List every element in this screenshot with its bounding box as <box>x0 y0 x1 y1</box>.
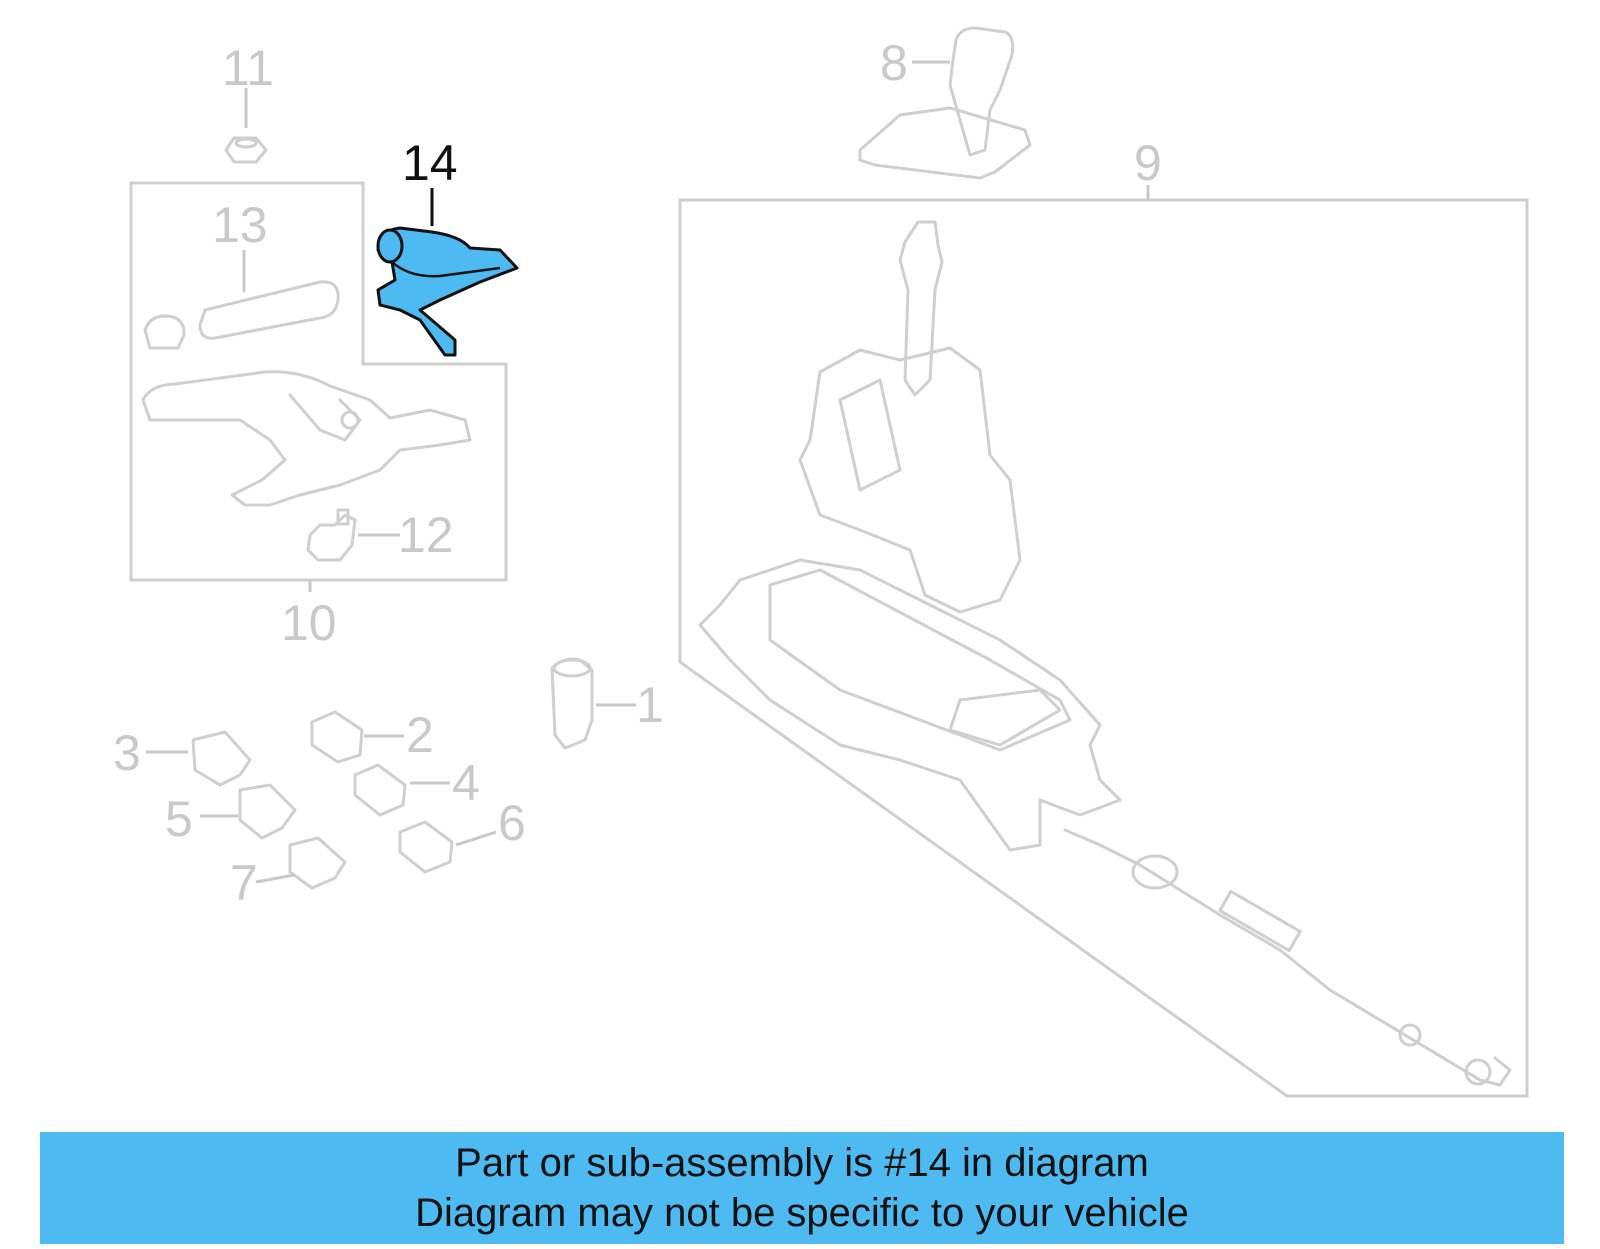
part-5-switch[interactable] <box>238 783 297 840</box>
assembly-10-box <box>129 181 508 582</box>
part-2-switch[interactable] <box>310 710 364 764</box>
part-1-switch[interactable] <box>550 657 594 750</box>
part-6-switch[interactable] <box>398 820 454 874</box>
callout-5: 5 <box>165 791 193 847</box>
arrow-7 <box>255 873 295 884</box>
callout-4: 4 <box>452 755 480 811</box>
callout-10: 10 <box>281 595 337 651</box>
callout-11: 11 <box>222 40 274 96</box>
part-9-shifter-assembly[interactable] <box>698 220 1512 1087</box>
part-11-nut[interactable] <box>224 136 268 164</box>
assembly-9-box <box>678 198 1529 1098</box>
callout-6: 6 <box>498 795 526 851</box>
callout-13: 13 <box>212 197 268 253</box>
callout-3: 3 <box>113 725 141 781</box>
part-14-boot[interactable] <box>376 226 519 357</box>
banner-line-1: Part or sub-assembly is #14 in diagram <box>455 1141 1149 1185</box>
callout-12: 12 <box>398 507 454 563</box>
callout-1: 1 <box>636 677 664 733</box>
part-13-grip[interactable] <box>143 280 340 350</box>
info-banner: Part or sub-assembly is #14 in diagram D… <box>40 1132 1564 1244</box>
arrow-6 <box>455 830 497 847</box>
callout-14: 14 <box>402 135 458 191</box>
part-3-switch[interactable] <box>191 730 252 787</box>
callout-2: 2 <box>406 707 434 763</box>
part-12-switch[interactable] <box>306 508 357 562</box>
callout-8: 8 <box>880 35 908 91</box>
part-8-shift-knob[interactable] <box>858 26 1032 180</box>
part-4-switch[interactable] <box>353 763 407 817</box>
banner-line-2: Diagram may not be specific to your vehi… <box>415 1191 1189 1235</box>
part-7-switch[interactable] <box>288 836 347 890</box>
parking-brake-lever[interactable] <box>141 370 472 507</box>
callout-7: 7 <box>230 855 258 911</box>
callout-9: 9 <box>1134 135 1162 191</box>
